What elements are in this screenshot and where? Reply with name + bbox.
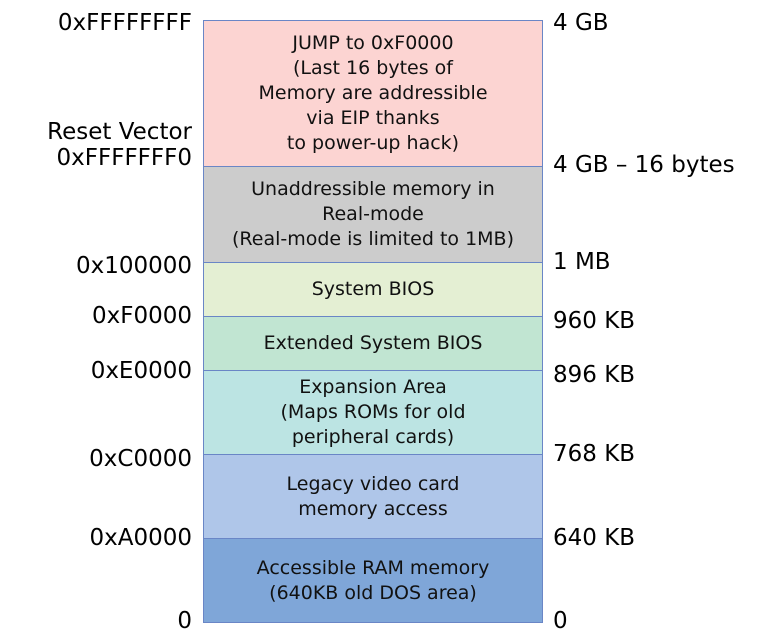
- region-text-line: Extended System BIOS: [263, 332, 483, 354]
- region-text-line: memory access: [298, 497, 448, 520]
- address-label-top: 0xFFFFFFFF: [58, 10, 192, 36]
- region-text-line: peripheral cards): [291, 426, 455, 448]
- size-label-1mb: 1 MB: [553, 249, 611, 275]
- region-text-line: Accessible RAM memory: [256, 556, 490, 579]
- region-text-line: System BIOS: [311, 278, 435, 300]
- region-expansion-area: Expansion Area (Maps ROMs for old peripher…: [203, 370, 543, 455]
- region-text-line: Memory are addressible: [258, 82, 488, 104]
- address-label-f0000: 0xF0000: [92, 303, 192, 329]
- address-label-a0000: 0xA0000: [89, 525, 192, 551]
- region-text-line: to power-up hack): [286, 132, 460, 154]
- size-label-896kb: 896 KB: [553, 362, 636, 388]
- address-label-zero: 0: [177, 608, 192, 634]
- size-label-640kb: 640 KB: [553, 525, 636, 551]
- region-text-line: (Real-mode is limited to 1MB): [232, 228, 514, 250]
- address-value: 0xA0000: [89, 525, 192, 551]
- address-value: 0xC0000: [89, 446, 192, 472]
- address-value: 0xFFFFFFF0: [56, 145, 192, 171]
- size-label-4gb: 4 GB: [553, 10, 609, 36]
- address-label-e0000: 0xE0000: [91, 358, 192, 384]
- address-label-1mb: 0x100000: [76, 253, 192, 279]
- region-text-line: Unaddressible memory in: [251, 178, 495, 200]
- address-label-c0000: 0xC0000: [89, 446, 192, 472]
- region-accessible-ram: Accessible RAM memory(640KB old DOS area…: [203, 538, 543, 623]
- region-text-line: JUMP to 0xF0000: [292, 32, 454, 54]
- address-value: 0xE0000: [90, 358, 192, 384]
- region-reset-vector: JUMP to 0xF0000 (Last 16 bytes of Memory a…: [203, 20, 543, 167]
- region-system-bios: System BIOS: [203, 262, 543, 317]
- size-label-960kb: 960 KB: [553, 308, 636, 334]
- region-unaddressible-memory: Unaddressible memory in Real-mode (Real-mo…: [203, 166, 543, 263]
- size-label-768kb: 768 KB: [553, 441, 636, 467]
- region-text-line: (Last 16 bytes of: [293, 57, 453, 79]
- address-value: 0x100000: [75, 253, 192, 279]
- address-value: 0: [177, 608, 192, 634]
- region-text-line: Real-mode: [322, 203, 424, 225]
- region-text-line: (Maps ROMs for old: [280, 401, 466, 423]
- region-text-line: Expansion Area: [299, 376, 447, 398]
- region-text-line: (640KB old DOS area): [269, 581, 477, 604]
- region-extended-system-bios: Extended System BIOS: [203, 316, 543, 371]
- size-label-zero: 0: [553, 608, 568, 634]
- region-text-line: via EIP thanks: [306, 107, 440, 129]
- address-value: 0xF0000: [91, 303, 192, 329]
- address-caption: Reset Vector: [47, 119, 192, 145]
- region-text-line: Legacy video card: [286, 472, 460, 495]
- address-value: 0xFFFFFFFF: [57, 10, 192, 36]
- size-label-4gb-minus-16: 4 GB – 16 bytes: [553, 152, 735, 178]
